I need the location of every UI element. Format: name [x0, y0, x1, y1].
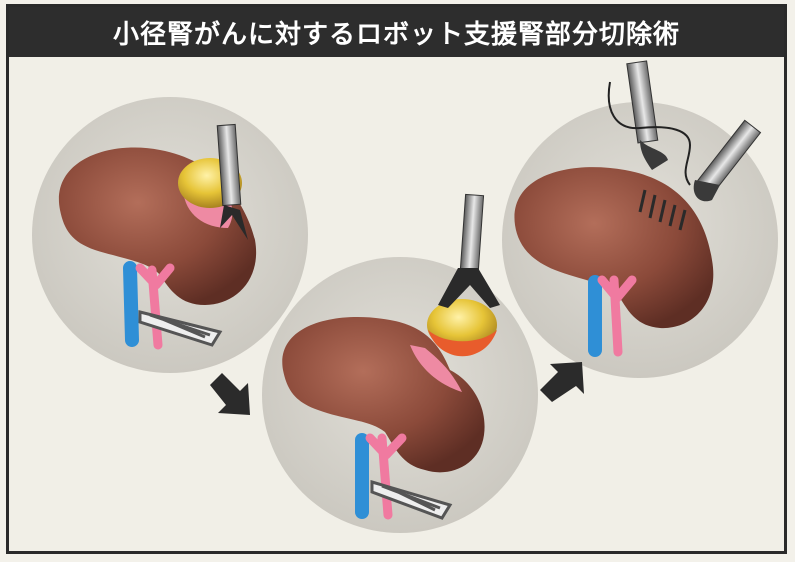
- step1-panel: [32, 97, 308, 373]
- step1-vein: [130, 268, 132, 340]
- step-arrow-icon-1: [210, 373, 250, 418]
- step3-panel: [502, 61, 778, 378]
- step-arrow-icon-2: [540, 362, 584, 402]
